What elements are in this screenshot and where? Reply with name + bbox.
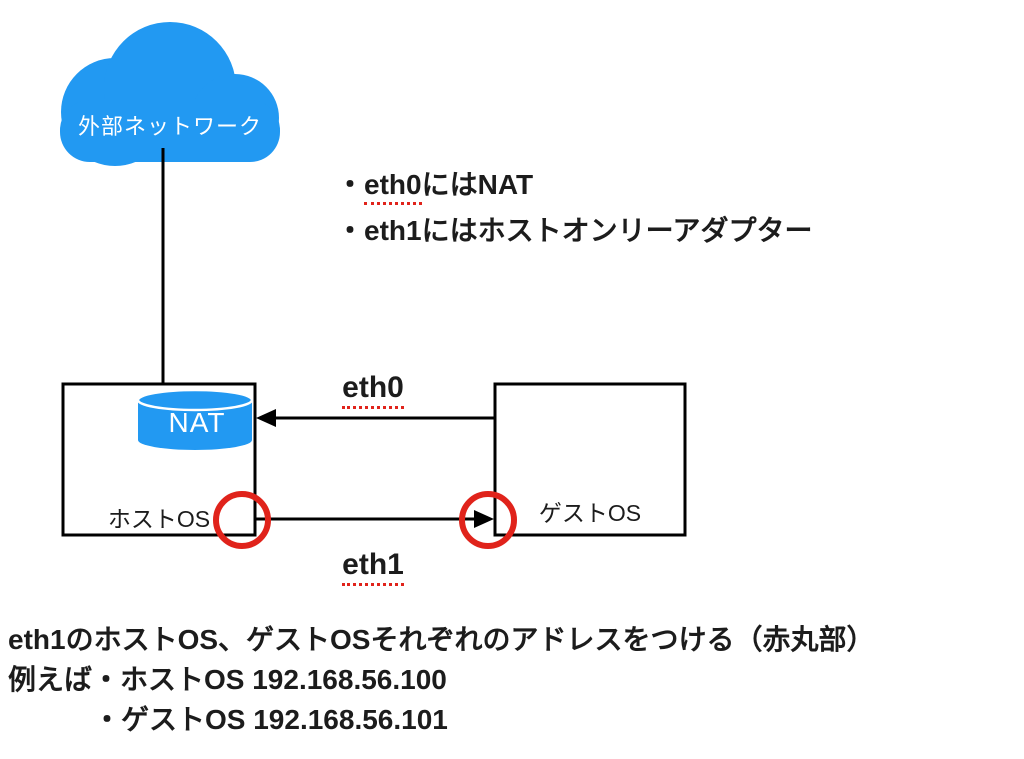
nat-label: NAT	[168, 407, 226, 438]
eth0-label-text: eth0	[342, 371, 404, 409]
eth1-arrow	[256, 510, 494, 528]
guest-red-circle-highlight	[459, 491, 517, 549]
nat-cylinder	[136, 388, 254, 450]
notes-block: ・eth0にはNAT ・eth1にはホストオンリーアダプター	[336, 162, 812, 254]
note-line-eth0: ・eth0にはNAT	[336, 162, 812, 208]
note-line-eth1-text: eth1にはホストオンリーアダプター	[364, 215, 813, 246]
cloud-label: 外部ネットワーク	[77, 114, 262, 139]
footer-line-1: eth1のホストOS、ゲストOSそれぞれのアドレスをつける（赤丸部）	[8, 624, 875, 655]
footer-line-3: ・ゲストOS 192.168.56.101	[93, 704, 448, 735]
eth1-label-text: eth1	[342, 548, 404, 586]
guest-os-label: ゲストOS	[538, 500, 642, 526]
footer-line-2: 例えば・ホストOS 192.168.56.100	[8, 664, 447, 695]
host-os-label: ホストOS	[107, 506, 211, 532]
cloud-shape	[60, 22, 280, 166]
guest-os-box	[493, 382, 687, 537]
note-line-eth1-bullet: ・	[336, 215, 365, 246]
note-line-eth0-rest: にはNAT	[421, 169, 534, 200]
note-line-eth0-term: eth0	[364, 169, 422, 205]
host-red-circle-highlight	[213, 491, 271, 549]
note-line-eth0-bullet: ・	[336, 169, 365, 200]
eth0-label: eth0	[318, 371, 428, 409]
note-line-eth1: ・eth1にはホストオンリーアダプター	[336, 208, 812, 254]
footer-block: eth1のホストOS、ゲストOSそれぞれのアドレスをつける（赤丸部） 例えば・ホ…	[8, 620, 875, 740]
eth0-arrow	[256, 409, 494, 427]
eth1-label: eth1	[318, 548, 428, 586]
